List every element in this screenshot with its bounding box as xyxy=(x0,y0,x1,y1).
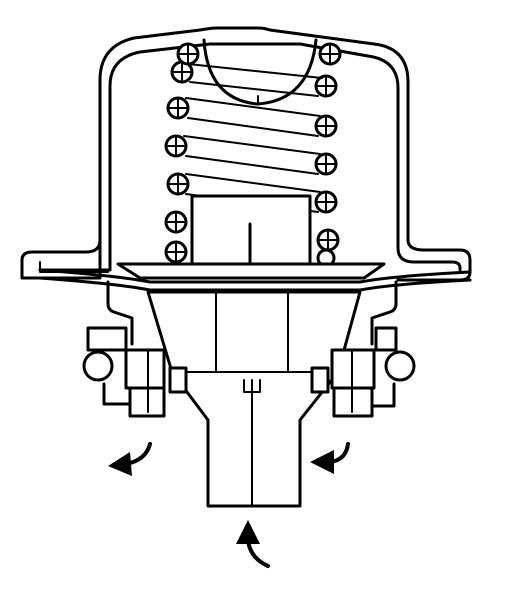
diaphragm-seal-lower xyxy=(38,276,472,292)
lower-body-left xyxy=(106,280,134,346)
diaphragm-seal xyxy=(38,268,472,284)
valve-plate xyxy=(116,262,386,280)
lower-body-right xyxy=(370,280,398,346)
coil-wire-front xyxy=(183,63,323,213)
valve-stem-notch xyxy=(243,379,261,393)
left-outlet-flow-arrow xyxy=(108,442,152,476)
inlet-flow-arrow xyxy=(236,520,270,568)
right-seal-assembly xyxy=(310,326,416,418)
left-seal-assembly xyxy=(82,326,188,418)
o-ring-left xyxy=(82,350,114,382)
flange-left-lip xyxy=(39,261,109,273)
valve-cone xyxy=(146,290,362,508)
right-clip xyxy=(310,366,330,394)
right-outlet-flow-arrow xyxy=(310,442,350,474)
housing-inner-wall xyxy=(38,42,462,272)
coil-cross-marks xyxy=(165,43,341,263)
flange-left-edge xyxy=(20,238,102,262)
left-clip xyxy=(168,366,188,394)
housing-outer-wall xyxy=(20,26,472,282)
o-ring-right xyxy=(384,350,416,382)
